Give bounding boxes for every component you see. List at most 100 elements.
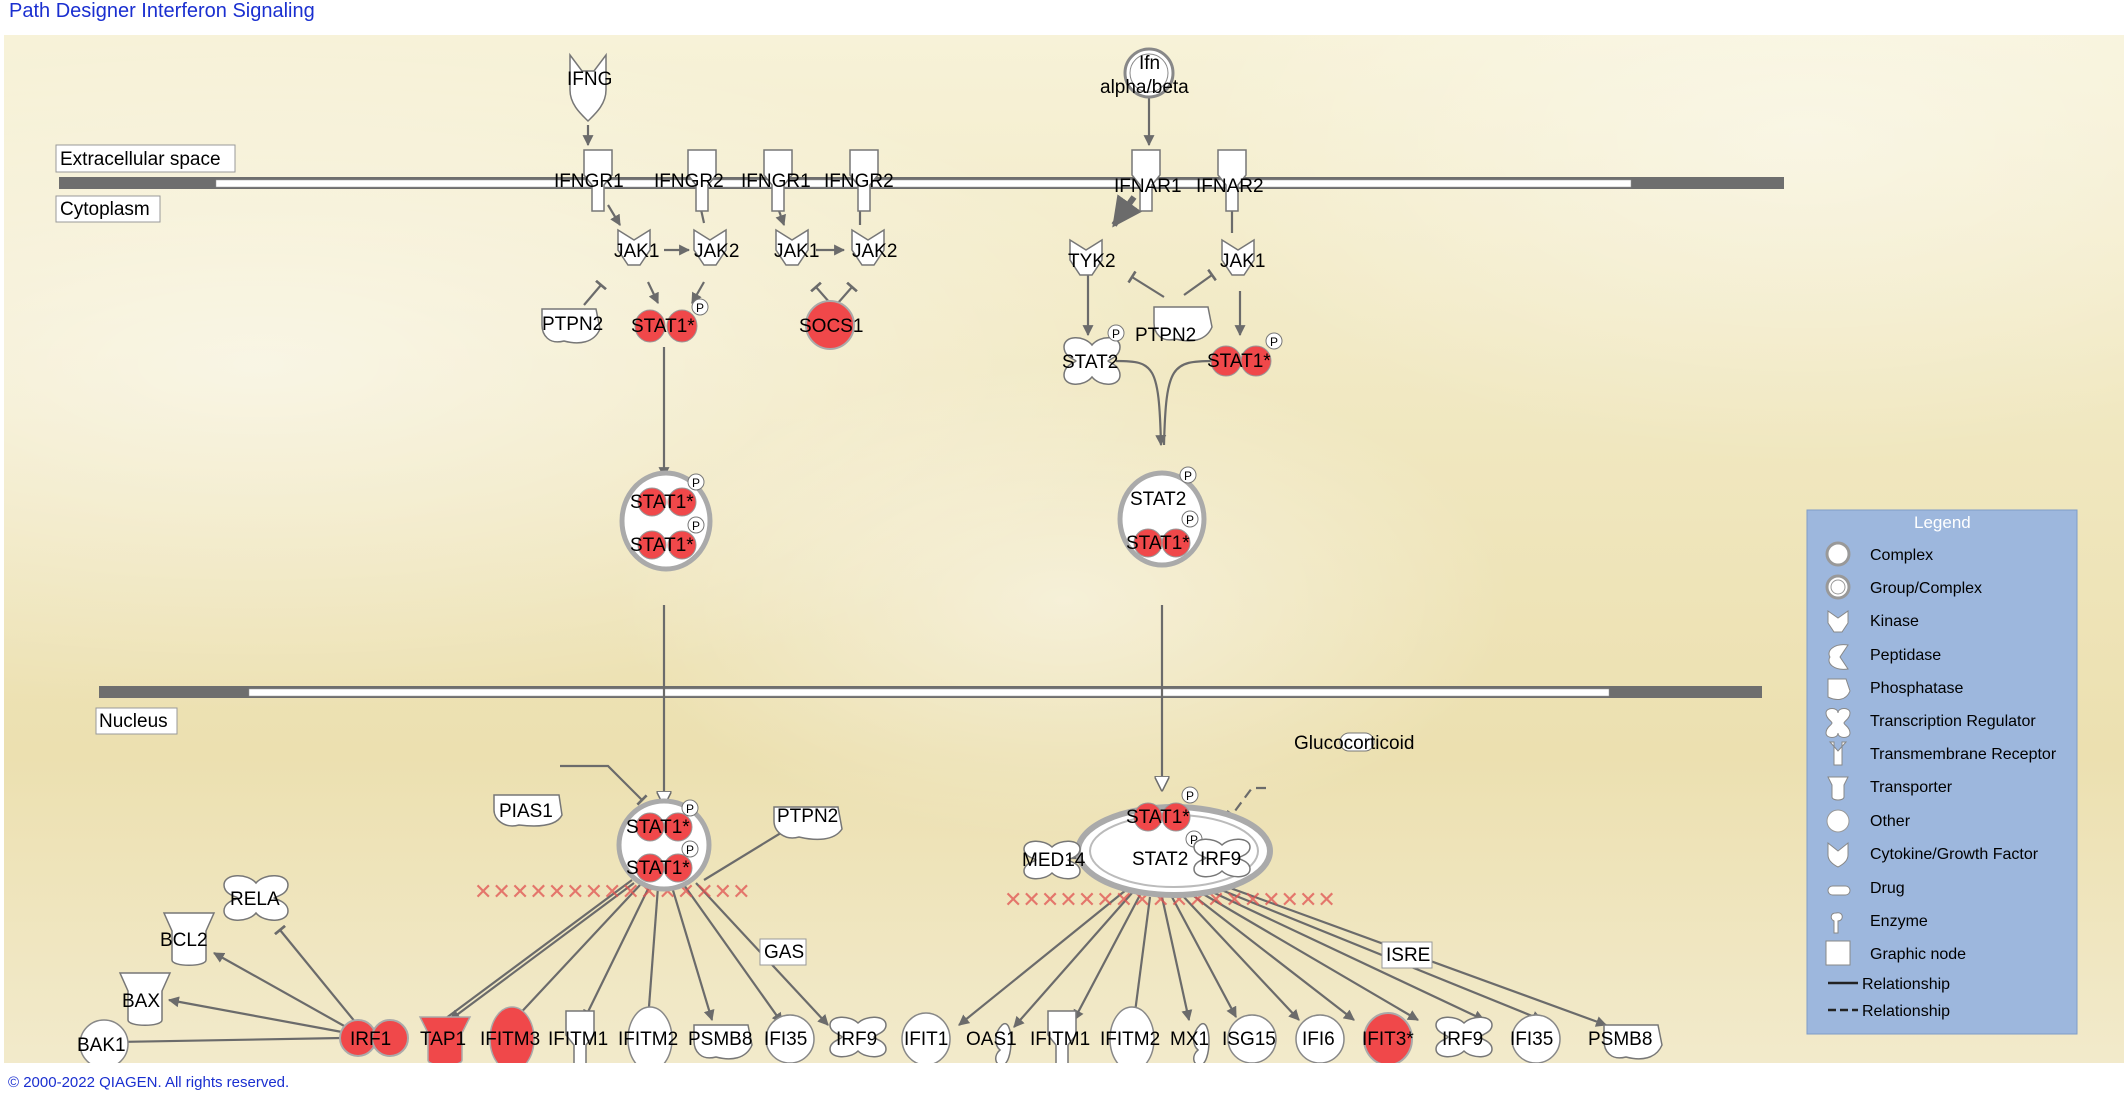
svg-text:MX1: MX1 — [1170, 1029, 1209, 1050]
svg-text:P: P — [692, 519, 700, 533]
legend-item-transporter: Transporter — [1870, 779, 1953, 796]
ifng-node[interactable]: IFNG — [567, 52, 612, 123]
med14-node[interactable]: MED14 — [1022, 840, 1086, 880]
ifi35-a-node[interactable]: IFI35 — [764, 1014, 815, 1063]
other-icon — [1826, 809, 1850, 833]
ifitm1-a-node[interactable]: IFITM1 — [548, 1010, 608, 1063]
svg-text:TAP1: TAP1 — [420, 1029, 466, 1050]
svg-text:P: P — [1190, 833, 1198, 847]
glucocorticoid-node[interactable]: Glucocorticoid — [1294, 732, 1414, 754]
nucleus-label: Nucleus — [99, 711, 168, 732]
legend-item-transcription-regulator: Transcription Regulator — [1870, 713, 2036, 730]
legend-title: Legend — [1914, 513, 1971, 532]
jak2-b-node[interactable]: JAK2 — [852, 241, 897, 262]
oas1-node[interactable]: OAS1 — [966, 1022, 1017, 1063]
legend-item-complex: Complex — [1870, 547, 1933, 564]
legend-item-phosphatase: Phosphatase — [1870, 680, 1964, 697]
socs1-node[interactable]: SOCS1 — [799, 300, 863, 350]
rela-node[interactable]: RELA — [223, 875, 289, 921]
svg-text:STAT2: STAT2 — [1132, 849, 1188, 870]
irf9-complex-member[interactable]: IRF9 — [1193, 838, 1251, 878]
stat1-b-node[interactable]: STAT1* P — [1207, 332, 1283, 377]
svg-text:STAT1*: STAT1* — [1126, 807, 1190, 828]
stat1-dimer-complex-cytoplasm[interactable]: STAT1* STAT1* P P — [619, 470, 713, 572]
ifitm1-b-node[interactable]: IFITM1 — [1030, 1010, 1090, 1063]
svg-text:Glucocorticoid: Glucocorticoid — [1294, 733, 1414, 754]
legend-item-cytokine: Cytokine/Growth Factor — [1870, 846, 2039, 863]
ifit1-node[interactable]: IFIT1 — [901, 1012, 951, 1063]
svg-text:P: P — [686, 843, 694, 857]
jak1-b-node[interactable]: JAK1 — [774, 241, 819, 262]
mx1-node[interactable]: MX1 — [1170, 1022, 1210, 1063]
svg-text:IFITM3: IFITM3 — [480, 1029, 540, 1050]
svg-text:STAT1*: STAT1* — [1126, 533, 1190, 554]
stat2-a-node[interactable]: STAT2 P — [1062, 324, 1125, 385]
svg-text:PSMB8: PSMB8 — [1588, 1029, 1652, 1050]
ifngr1-b-node[interactable]: IFNGR1 — [741, 171, 811, 192]
ifitm3-node[interactable]: IFITM3 — [480, 1006, 540, 1063]
svg-text:SOCS1: SOCS1 — [799, 316, 863, 337]
ifnar1-node[interactable]: IFNAR1 — [1114, 176, 1182, 197]
ifit3-node[interactable]: IFIT3* — [1362, 1012, 1414, 1063]
drug-icon — [1827, 885, 1851, 896]
irf9-a-node[interactable]: IRF9 — [829, 1016, 887, 1058]
svg-text:IFITM1: IFITM1 — [1030, 1029, 1090, 1050]
psmb8-b-node[interactable]: PSMB8 — [1588, 1024, 1663, 1060]
enzyme-icon — [1830, 912, 1843, 934]
irf9-b-node[interactable]: IRF9 — [1435, 1016, 1493, 1058]
tap1-node[interactable]: TAP1 — [418, 1016, 472, 1063]
svg-text:STAT2: STAT2 — [1062, 352, 1118, 373]
ifi6-node[interactable]: IFI6 — [1295, 1014, 1345, 1063]
legend-item-kinase: Kinase — [1870, 613, 1919, 630]
edges — [114, 95, 1608, 1048]
ifitm2-a-node[interactable]: IFITM2 — [618, 1006, 678, 1063]
irf1-node[interactable]: IRF1 — [339, 1019, 409, 1057]
kinases — [617, 228, 1255, 276]
extracellular-label: Extracellular space — [60, 149, 221, 170]
ifngr2-b-node[interactable]: IFNGR2 — [824, 171, 894, 192]
transmembrane-receptor-icon — [1828, 741, 1848, 766]
peptidase-icon — [1828, 644, 1849, 670]
svg-text:IFIT1: IFIT1 — [904, 1029, 948, 1050]
bcl2-node[interactable]: BCL2 — [160, 912, 216, 966]
svg-text:P: P — [1186, 789, 1194, 803]
bak1-node[interactable]: BAK1 — [77, 1019, 129, 1063]
svg-text:P: P — [696, 301, 704, 315]
isg15-node[interactable]: ISG15 — [1222, 1014, 1277, 1063]
stat1-a-node[interactable]: STAT1* P — [631, 298, 709, 343]
jak1-c-node[interactable]: JAK1 — [1220, 251, 1265, 272]
pathway-canvas: Extracellular space Cytoplasm Nucleus — [4, 35, 2124, 1063]
phosphatases — [493, 306, 1213, 841]
ifngr1-a-node[interactable]: IFNGR1 — [554, 171, 624, 192]
copyright-footer: © 2000-2022 QIAGEN. All rights reserved. — [8, 1074, 290, 1091]
ifnar2-node[interactable]: IFNAR2 — [1196, 176, 1264, 197]
psmb8-a-node[interactable]: PSMB8 — [688, 1024, 753, 1060]
svg-text:STAT1*: STAT1* — [630, 535, 694, 556]
stat1-dimer-complex-nucleus[interactable]: STAT1* STAT1* P P — [616, 798, 712, 892]
tyk2-node[interactable]: TYK2 — [1068, 251, 1116, 272]
page-title: Path Designer Interferon Signaling — [9, 0, 315, 22]
ifi35-b-node[interactable]: IFI35 — [1510, 1014, 1561, 1063]
ifn-alpha-beta-node[interactable]: Ifn alpha/beta — [1100, 47, 1189, 99]
group-complex-icon — [1825, 574, 1851, 600]
jak2-a-node[interactable]: JAK2 — [694, 241, 739, 262]
svg-text:Ifn: Ifn — [1139, 53, 1160, 74]
svg-text:STAT1*: STAT1* — [1207, 351, 1271, 372]
legend-item-relationship-solid: Relationship — [1862, 976, 1950, 993]
kinase-icon — [1827, 610, 1849, 633]
ptpn2-b-node[interactable]: PTPN2 — [1135, 325, 1196, 346]
svg-text:IRF9: IRF9 — [1200, 849, 1241, 870]
pias1-node[interactable]: PIAS1 — [499, 801, 553, 822]
svg-text:MED14: MED14 — [1022, 850, 1086, 871]
transporter-icon — [1827, 776, 1849, 801]
bax-node[interactable]: BAX — [118, 972, 172, 1026]
ptpn2-c-node[interactable]: PTPN2 — [777, 806, 838, 827]
svg-text:IRF9: IRF9 — [1442, 1029, 1483, 1050]
jak1-a-node[interactable]: JAK1 — [614, 241, 659, 262]
stat2-stat1-complex-cytoplasm[interactable]: STAT2 STAT1* P P — [1117, 466, 1207, 568]
complex-icon — [1825, 541, 1851, 567]
ifitm2-b-node[interactable]: IFITM2 — [1100, 1006, 1160, 1063]
ptpn2-a-node[interactable]: PTPN2 — [542, 314, 603, 335]
ifngr2-a-node[interactable]: IFNGR2 — [654, 171, 724, 192]
legend-item-relationship-dashed: Relationship — [1862, 1003, 1950, 1020]
